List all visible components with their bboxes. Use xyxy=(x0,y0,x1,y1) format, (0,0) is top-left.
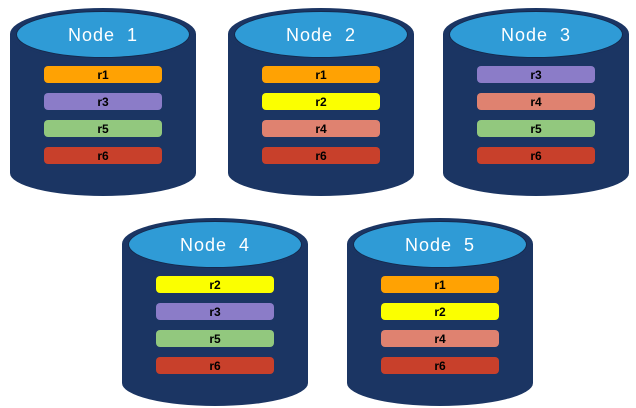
partition-bar: r5 xyxy=(44,120,162,137)
partition-label: r1 xyxy=(315,67,327,82)
partition-bar: r4 xyxy=(381,330,499,347)
partition-bar: r4 xyxy=(477,93,595,110)
partition-label: r1 xyxy=(434,277,446,292)
partition-label: r1 xyxy=(97,67,109,82)
node-top-ellipse: Node 5 xyxy=(353,221,527,268)
node-cylinder: Node 5 r1 r2 r4 r6 xyxy=(347,218,533,406)
partition-label: r5 xyxy=(97,121,109,136)
node-cylinder: Node 4 r2 r3 r5 r6 xyxy=(122,218,308,406)
node-top-ellipse: Node 1 xyxy=(16,11,190,58)
node-top-ellipse: Node 3 xyxy=(449,11,623,58)
node-cylinder: Node 3 r3 r4 r5 r6 xyxy=(443,8,629,196)
partition-bar: r6 xyxy=(381,357,499,374)
partition-label: r6 xyxy=(315,148,327,163)
partition-bar: r1 xyxy=(262,66,380,83)
partition-list: r3 r4 r5 r6 xyxy=(443,66,629,164)
node-top-ellipse: Node 2 xyxy=(234,11,408,58)
partition-bar: r2 xyxy=(381,303,499,320)
partition-label: r2 xyxy=(434,304,446,319)
node-cylinder: Node 1 r1 r3 r5 r6 xyxy=(10,8,196,196)
partition-bar: r1 xyxy=(44,66,162,83)
partition-list: r1 r2 r4 r6 xyxy=(347,276,533,374)
partition-bar: r1 xyxy=(381,276,499,293)
partition-label: r2 xyxy=(315,94,327,109)
partition-label: r3 xyxy=(97,94,109,109)
partition-bar: r3 xyxy=(44,93,162,110)
node-title: Node 3 xyxy=(500,24,572,45)
node-cylinder: Node 2 r1 r2 r4 r6 xyxy=(228,8,414,196)
partition-label: r6 xyxy=(209,358,221,373)
partition-bar: r2 xyxy=(262,93,380,110)
partition-bar: r6 xyxy=(262,147,380,164)
partition-bar: r6 xyxy=(156,357,274,374)
partition-bar: r5 xyxy=(477,120,595,137)
partition-bar: r5 xyxy=(156,330,274,347)
partition-bar: r3 xyxy=(156,303,274,320)
partition-label: r6 xyxy=(97,148,109,163)
partition-label: r4 xyxy=(315,121,327,136)
node-title: Node 1 xyxy=(67,24,139,45)
partition-list: r1 r3 r5 r6 xyxy=(10,66,196,164)
partition-label: r3 xyxy=(209,304,221,319)
partition-list: r2 r3 r5 r6 xyxy=(122,276,308,374)
partition-label: r6 xyxy=(530,148,542,163)
node-title: Node 2 xyxy=(285,24,357,45)
partition-bar: r4 xyxy=(262,120,380,137)
partition-bar: r2 xyxy=(156,276,274,293)
partition-label: r2 xyxy=(209,277,221,292)
partition-label: r4 xyxy=(434,331,446,346)
partition-label: r3 xyxy=(530,67,542,82)
partition-label: r5 xyxy=(530,121,542,136)
partition-label: r5 xyxy=(209,331,221,346)
partition-label: r4 xyxy=(530,94,542,109)
partition-bar: r3 xyxy=(477,66,595,83)
node-title: Node 5 xyxy=(404,234,476,255)
partition-label: r6 xyxy=(434,358,446,373)
partition-list: r1 r2 r4 r6 xyxy=(228,66,414,164)
partition-bar: r6 xyxy=(477,147,595,164)
node-title: Node 4 xyxy=(179,234,251,255)
node-top-ellipse: Node 4 xyxy=(128,221,302,268)
partition-bar: r6 xyxy=(44,147,162,164)
